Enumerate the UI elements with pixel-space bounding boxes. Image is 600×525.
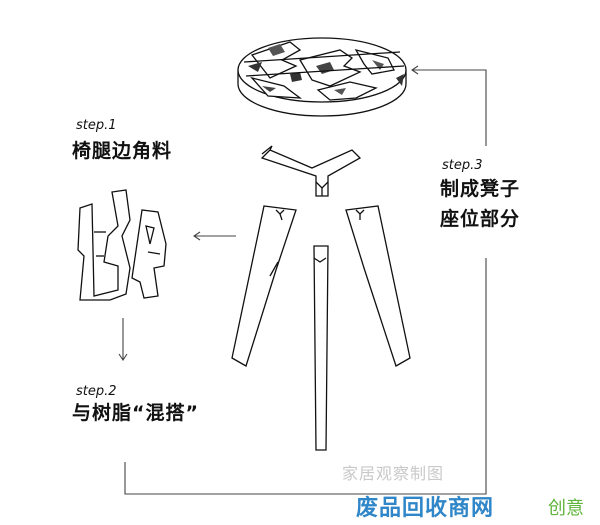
- step2-title: 与树脂“混搭”: [72, 402, 199, 424]
- arrow-step3-to-seat: [412, 69, 487, 146]
- brand-logo-suffix: 创意: [548, 498, 584, 519]
- flow-arrows: [118, 65, 487, 495]
- stool-seat: [237, 37, 407, 117]
- watermark-text: 家居观察制图: [342, 464, 445, 483]
- step2-label: step.2: [76, 384, 117, 399]
- leg-left: [231, 205, 297, 367]
- step3-title-line2: 座位部分: [440, 208, 521, 230]
- step1-title: 椅腿边角料: [72, 140, 173, 162]
- leg-right: [345, 205, 411, 367]
- tripod-connector: [260, 145, 362, 197]
- wood-scraps: [77, 189, 167, 301]
- step3-label: step.3: [442, 158, 483, 173]
- arrow-head-down: [118, 353, 128, 361]
- step3-title-line1: 制成凳子: [440, 178, 521, 200]
- arrow-head-left: [193, 231, 201, 241]
- arrow-head-seat: [411, 65, 419, 75]
- arrow-loop-bottom: [124, 258, 487, 495]
- step1-label: step.1: [76, 118, 117, 133]
- leg-back: [313, 245, 329, 451]
- brand-logo-text: 废品回收商网: [356, 496, 495, 521]
